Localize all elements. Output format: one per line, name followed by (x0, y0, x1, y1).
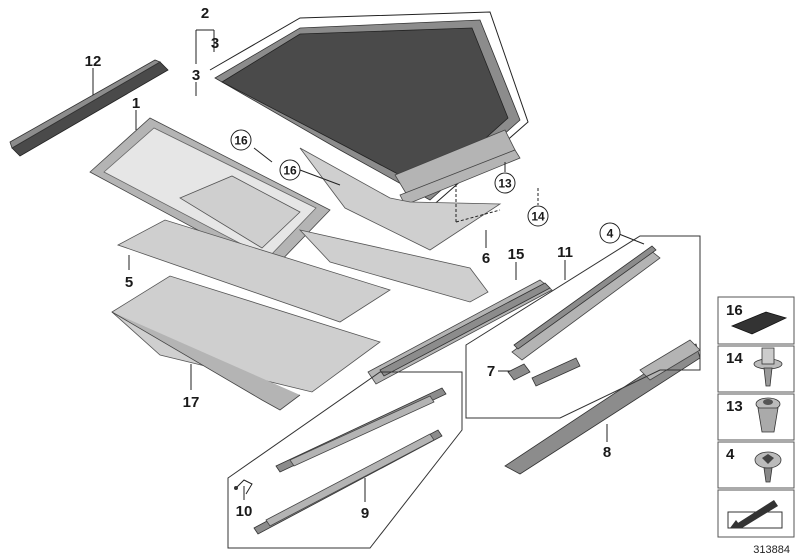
callout-1: 1 (132, 95, 140, 112)
callout-13: 13 (498, 177, 512, 191)
part-17-roller-blind (111, 229, 489, 411)
legend-number-16: 16 (726, 302, 743, 319)
part-12-wind-deflector (9, 59, 169, 157)
callout-9: 9 (361, 505, 369, 522)
part-10-cable (234, 479, 253, 495)
expansion-rivet-icon (753, 347, 783, 387)
callout-6: 6 (482, 250, 490, 267)
callout-16-upper: 16 (234, 134, 248, 148)
callout-8: 8 (603, 444, 611, 461)
callout-14: 14 (531, 210, 545, 224)
leader-lines (92, 29, 645, 502)
legend-number-4: 4 (726, 446, 735, 463)
legend-number-14: 14 (726, 350, 743, 367)
callout-17: 17 (183, 394, 200, 411)
fastener-legend: 16 14 13 4 (717, 296, 795, 538)
callout-16-lower: 16 (283, 164, 297, 178)
callout-12: 12 (85, 53, 102, 70)
callout-2: 2 (201, 5, 209, 22)
legend-number-13: 13 (726, 398, 743, 415)
callout-7: 7 (487, 363, 495, 380)
part-15-cover-strip (367, 279, 553, 385)
callout-numbers: 12 1 2 3 3 16 16 13 14 6 5 17 15 11 4 7 … (85, 5, 621, 522)
push-clip-icon (755, 397, 781, 433)
part-1-glass-panel (89, 117, 331, 271)
callout-11: 11 (557, 244, 573, 261)
callout-15: 15 (508, 246, 525, 263)
part-9-mechanism-rails (253, 387, 447, 535)
document-number: 313884 (753, 544, 790, 556)
foam-pad-icon (730, 311, 788, 335)
part-frame-assembly (209, 11, 529, 209)
part-11-guide-rail (511, 245, 661, 361)
torx-screw-icon (754, 451, 782, 483)
subassembly-frames (227, 235, 701, 549)
callout-10: 10 (236, 503, 253, 520)
part-7-brackets (507, 357, 581, 387)
view-direction-arrow-icon (727, 500, 783, 529)
callout-5: 5 (125, 274, 133, 291)
callout-3-lower: 3 (192, 67, 200, 84)
callout-3-upper: 3 (211, 35, 219, 52)
callout-4: 4 (607, 227, 614, 241)
part-5-inner-panel (117, 219, 391, 323)
part-6-frame-tray (299, 147, 502, 251)
